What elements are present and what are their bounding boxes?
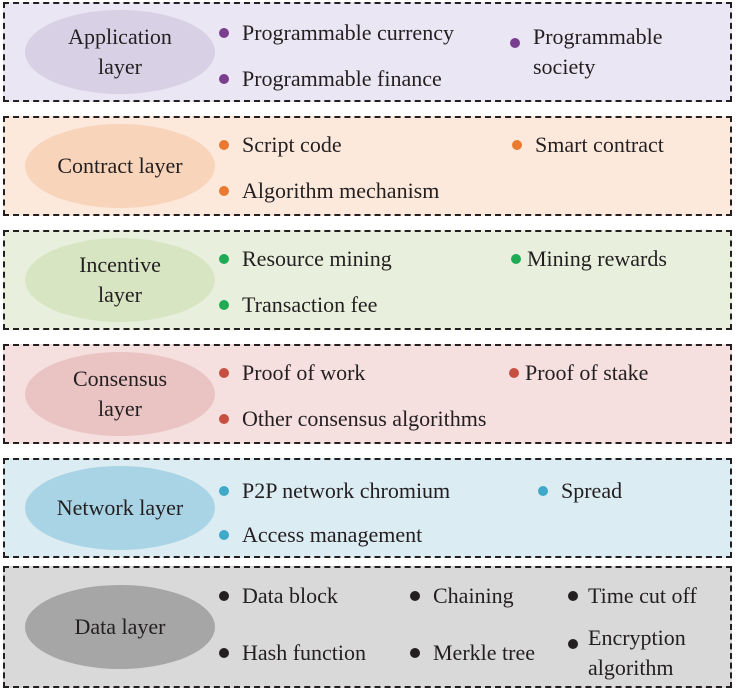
layer-item: Time cut off bbox=[568, 581, 697, 611]
layer-item: Programmable society bbox=[510, 22, 663, 82]
layer-item: Spread bbox=[538, 476, 622, 506]
layer-item: Algorithm mechanism bbox=[219, 176, 439, 206]
contract-layer-panel: Contract layer Script code Algorithm mec… bbox=[3, 116, 732, 216]
layer-item: Mining rewards bbox=[511, 244, 667, 274]
incentive-layer-panel: Incentive layer Resource mining Transact… bbox=[3, 230, 732, 330]
bullet-dot-icon bbox=[219, 186, 229, 196]
data-layer-panel: Data layer Data block Hash function Chai… bbox=[3, 566, 732, 688]
layer-item: Smart contract bbox=[512, 130, 664, 160]
data-layer-label: Data layer bbox=[25, 585, 215, 669]
layer-item: Programmable finance bbox=[219, 64, 442, 94]
bullet-dot-icon bbox=[538, 486, 548, 496]
layer-item: Proof of work bbox=[219, 358, 365, 388]
application-layer-panel: Application layer Programmable currency … bbox=[3, 2, 732, 102]
bullet-dot-icon bbox=[568, 639, 578, 649]
bullet-dot-icon bbox=[219, 530, 229, 540]
layer-item: Access management bbox=[219, 520, 422, 550]
bullet-dot-icon bbox=[509, 368, 519, 378]
consensus-layer-panel: Consensus layer Proof of work Other cons… bbox=[3, 344, 732, 444]
layer-item: Encryption algorithm bbox=[568, 623, 686, 683]
layer-item: P2P network chromium bbox=[219, 476, 450, 506]
bullet-dot-icon bbox=[410, 648, 420, 658]
bullet-dot-icon bbox=[512, 140, 522, 150]
bullet-dot-icon bbox=[219, 591, 229, 601]
network-layer-label: Network layer bbox=[25, 466, 215, 550]
layer-item: Data block bbox=[219, 581, 338, 611]
layer-item: Script code bbox=[219, 130, 342, 160]
layer-item: Proof of stake bbox=[509, 358, 648, 388]
bullet-dot-icon bbox=[219, 140, 229, 150]
incentive-layer-label: Incentive layer bbox=[25, 238, 215, 322]
bullet-dot-icon bbox=[410, 591, 420, 601]
bullet-dot-icon bbox=[219, 300, 229, 310]
layer-item: Programmable currency bbox=[219, 18, 454, 48]
layer-item: Merkle tree bbox=[410, 638, 535, 668]
bullet-dot-icon bbox=[219, 368, 229, 378]
contract-layer-label: Contract layer bbox=[25, 124, 215, 208]
bullet-dot-icon bbox=[568, 591, 578, 601]
bullet-dot-icon bbox=[219, 74, 229, 84]
layer-item: Hash function bbox=[219, 638, 366, 668]
bullet-dot-icon bbox=[511, 254, 521, 264]
layer-item: Transaction fee bbox=[219, 290, 377, 320]
bullet-dot-icon bbox=[219, 254, 229, 264]
layer-item: Resource mining bbox=[219, 244, 392, 274]
consensus-layer-label: Consensus layer bbox=[25, 352, 215, 436]
bullet-dot-icon bbox=[219, 414, 229, 424]
application-layer-label: Application layer bbox=[25, 10, 215, 94]
network-layer-panel: Network layer P2P network chromium Acces… bbox=[3, 458, 732, 558]
bullet-dot-icon bbox=[219, 28, 229, 38]
bullet-dot-icon bbox=[219, 648, 229, 658]
bullet-dot-icon bbox=[510, 38, 520, 48]
layer-item: Chaining bbox=[410, 581, 514, 611]
layer-item: Other consensus algorithms bbox=[219, 404, 486, 434]
bullet-dot-icon bbox=[219, 486, 229, 496]
